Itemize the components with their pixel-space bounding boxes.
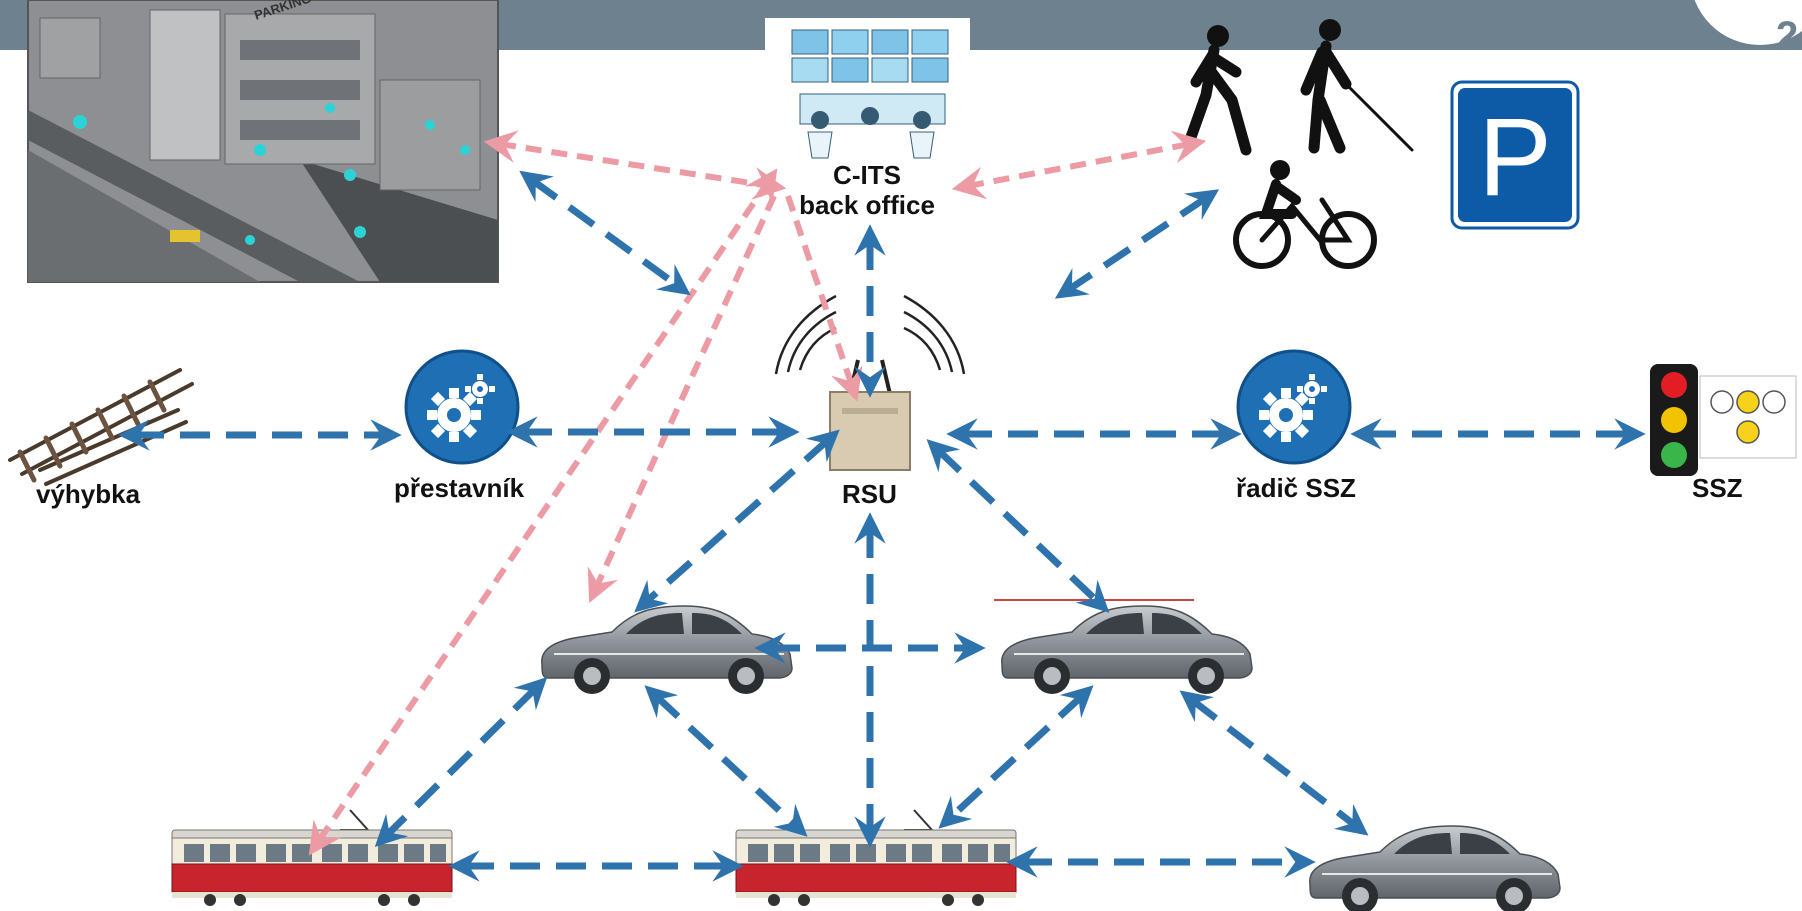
- switch-actuator-gear-icon: [404, 349, 520, 465]
- pedestrian-cyclist-icon: [1184, 19, 1414, 269]
- link-rsu-car2: [926, 439, 1110, 613]
- parking-sign-icon: P: [1450, 80, 1580, 230]
- link-car2-car3: [1179, 690, 1369, 836]
- roadside-unit-icon: [774, 294, 966, 471]
- signal-controller-gear-icon: [1236, 349, 1352, 465]
- switch-actuator-label: přestavník: [394, 473, 525, 503]
- corner-badge-digit: 2: [1776, 14, 1799, 58]
- signal-controller-label: řadič SSZ: [1236, 473, 1356, 503]
- car-icon: [540, 605, 793, 695]
- switch-label: výhybka: [36, 479, 141, 509]
- link-pedestrians-backoffice: [951, 130, 1207, 200]
- back-office-label: C-ITS back office: [772, 160, 962, 221]
- link-garage-backoffice: [483, 130, 787, 200]
- link-backoffice-car: [587, 194, 777, 604]
- link-backoffice-rsu: [785, 195, 863, 402]
- link-rsu-car1: [634, 429, 840, 613]
- link-car2-tram2: [938, 685, 1094, 829]
- car-icon: [1308, 825, 1561, 911]
- parking-garage-illustration: PARKING: [27, 0, 499, 283]
- tram-icon: [735, 809, 1017, 907]
- back-office-label-line2: back office: [799, 189, 935, 220]
- traffic-light-icon: [1650, 364, 1797, 476]
- car-icon: [994, 599, 1253, 695]
- link-car1-tram1: [374, 676, 548, 848]
- svg-text:P: P: [1478, 96, 1551, 219]
- rsu-label: RSU: [842, 479, 897, 509]
- control-room-icon: [765, 18, 970, 163]
- link-garage-rsu: [519, 170, 691, 296]
- v2x-links: [118, 170, 1646, 882]
- link-car1-tram2: [644, 685, 808, 837]
- signal-label: SSZ: [1692, 473, 1743, 503]
- tram-icon: [171, 809, 453, 907]
- link-pedestrians-rsu: [1054, 189, 1220, 299]
- rail-switch-icon: [8, 368, 194, 486]
- back-office-label-line1: C-ITS: [833, 160, 901, 190]
